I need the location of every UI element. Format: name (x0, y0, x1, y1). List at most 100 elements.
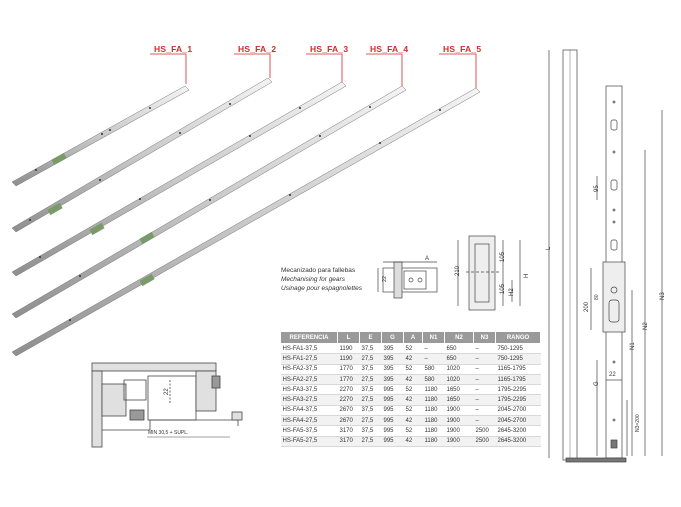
table-cell: 2645-3200 (495, 436, 541, 447)
table-cell: – (473, 394, 496, 406)
table-cell: 995 (381, 394, 404, 406)
label-leaders (150, 53, 477, 88)
table-cell: 3170 (337, 425, 360, 437)
table-cell: 27,5 (359, 394, 382, 406)
table-cell: – (473, 343, 496, 355)
table-cell: 37,5 (359, 343, 382, 355)
table-cell: 1180 (422, 384, 445, 396)
side-dim-l: L (546, 246, 552, 250)
table-cell: 2670 (337, 415, 360, 427)
mechanising-caption: Mecanizado para fallebas Mechanising for… (281, 266, 362, 293)
table-cell: 580 (422, 364, 445, 375)
table-cell: HS-FA4-27,5 (280, 415, 338, 427)
gear-dim-210: 210 (455, 265, 461, 276)
table-cell: 52 (403, 405, 423, 417)
table-cell: HS-FA3-27,5 (280, 394, 338, 406)
table-cell: – (473, 374, 496, 386)
side-dim-n2: N2 (643, 322, 649, 330)
profile-section-drawing (91, 362, 243, 448)
table-cell: 27,5 (359, 415, 382, 427)
side-dim-n3-min: N3=200 (635, 414, 641, 432)
table-cell: 1190 (337, 343, 360, 355)
table-cell: HS-FA5-27,5 (280, 436, 338, 447)
table-cell: 42 (403, 436, 423, 447)
table-cell: 1900 (444, 425, 474, 437)
table-cell: HS-FA3-37,5 (280, 384, 338, 396)
table-cell: 1180 (422, 394, 445, 406)
side-elevation-drawing (548, 49, 663, 463)
side-dim-22: 22 (609, 372, 616, 378)
table-cell: 395 (381, 364, 404, 375)
table-cell: 3170 (337, 436, 360, 447)
table-cell: 2045-2700 (495, 405, 541, 417)
espagnolette-bar-1 (11, 85, 190, 187)
table-cell: 42 (403, 353, 423, 365)
table-cell: 395 (381, 353, 404, 365)
reference-table: REFERENCIA L E G A N1 N2 N3 RANGO HS-FA1… (280, 331, 541, 447)
col-e: E (359, 331, 382, 344)
table-cell: 1795-2295 (495, 384, 541, 396)
profile-dim-22: 22 (164, 388, 170, 395)
table-cell: 27,5 (359, 436, 382, 447)
table-cell: 27,5 (359, 374, 382, 386)
table-cell: – (473, 353, 496, 365)
table-cell: 1900 (444, 405, 474, 417)
mechanising-fr: Usinage pour espagnolettes (281, 285, 362, 292)
model-label-5: HS_FA_5 (443, 44, 482, 54)
model-label-1: HS_FA_1 (154, 44, 193, 54)
table-cell: 1795-2295 (495, 394, 541, 406)
table-cell: HS-FA2-37,5 (280, 364, 338, 375)
model-label-4: HS_FA_4 (370, 44, 409, 54)
table-cell: 42 (403, 415, 423, 427)
table-cell: 580 (422, 374, 445, 386)
table-cell: 995 (381, 405, 404, 417)
table-cell: 2045-2700 (495, 415, 541, 427)
col-n3: N3 (473, 331, 496, 344)
table-header-row: REFERENCIA L E G A N1 N2 N3 RANGO (280, 331, 541, 344)
table-cell: 2645-3200 (495, 425, 541, 437)
table-cell: 1650 (444, 394, 474, 406)
table-cell: – (473, 364, 496, 375)
table-cell: 1180 (422, 436, 445, 447)
table-cell: 1190 (337, 353, 360, 365)
mechanising-en: Mechanising for gears (281, 276, 345, 283)
espagnolette-bar-4 (11, 85, 407, 319)
table-cell: – (422, 343, 445, 355)
table-cell: 1900 (444, 436, 474, 447)
table-cell: – (473, 415, 496, 427)
profile-note: MIN 30,5 + SUPL. (148, 430, 188, 436)
side-dim-g: G (594, 381, 600, 386)
table-cell: 1165-1795 (495, 364, 541, 375)
table-cell: 750-1295 (495, 343, 541, 355)
side-dim-80: 80 (594, 294, 600, 300)
table-cell: 37,5 (359, 364, 382, 375)
table-cell: 395 (381, 343, 404, 355)
gear-dim-a: A (425, 256, 429, 262)
table-cell: 650 (444, 343, 474, 355)
mechanising-es: Mecanizado para fallebas (281, 267, 356, 274)
table-cell: 995 (381, 384, 404, 396)
table-cell: 42 (403, 374, 423, 386)
table-cell: 27,5 (359, 353, 382, 365)
side-dim-95: 95 (594, 185, 600, 192)
model-label-3: HS_FA_3 (310, 44, 349, 54)
table-cell: 37,5 (359, 425, 382, 437)
espagnolette-bar-5 (11, 87, 481, 357)
col-n2: N2 (444, 331, 474, 344)
table-cell: 1180 (422, 425, 445, 437)
table-cell: 52 (403, 364, 423, 375)
table-cell: 395 (381, 374, 404, 386)
gear-dim-h: H (524, 274, 530, 278)
table-cell: 52 (403, 425, 423, 437)
side-dim-n1: N1 (630, 342, 636, 350)
table-cell: 650 (444, 353, 474, 365)
gear-dim-105-top: 105 (500, 251, 506, 262)
